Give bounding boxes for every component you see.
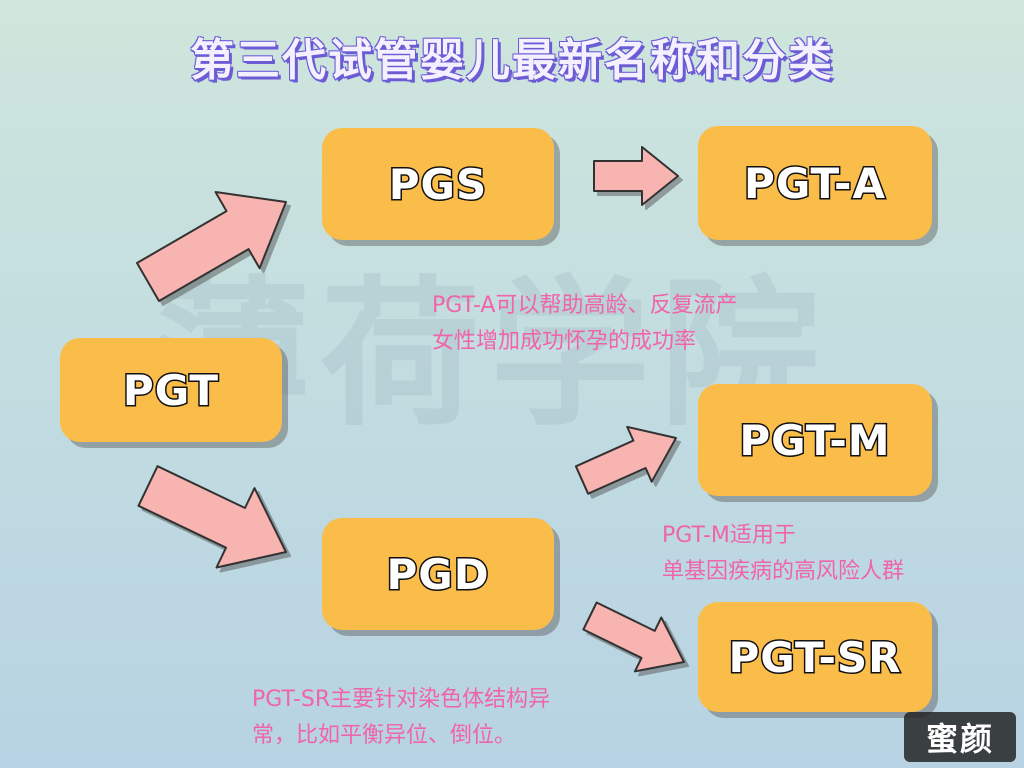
note-pgt-a-line2: 女性增加成功怀孕的成功率 [432, 329, 697, 354]
note-pgt-sr: PGT-SR主要针对染色体结构异 常，比如平衡异位、倒位。 [252, 682, 550, 754]
note-pgt-sr-line1: PGT-SR主要针对染色体结构异 [252, 687, 551, 712]
node-pgs: PGS [322, 128, 554, 240]
diagram-title: 第三代试管婴儿最新名称和分类 [190, 35, 834, 86]
arrow-pgd-to-pgt-m [574, 425, 677, 495]
note-pgt-m: PGT-M适用于 单基因疾病的高风险人群 [662, 518, 904, 590]
node-pgt: PGT [60, 338, 282, 442]
note-pgt-a: PGT-A可以帮助高龄、反复流产 女性增加成功怀孕的成功率 [432, 288, 737, 360]
logo-text: 蜜颜 [925, 720, 994, 758]
note-pgt-m-line1: PGT-M适用于 [662, 523, 796, 548]
node-pgt-label: PGT [121, 364, 220, 416]
logo: 蜜颜 [904, 712, 1016, 762]
note-pgt-sr-line2: 常，比如平衡异位、倒位。 [252, 723, 517, 748]
note-pgt-m-line2: 单基因疾病的高风险人群 [662, 559, 905, 584]
node-pgt-m-label: PGT-M [738, 414, 891, 466]
node-pgt-sr-label: PGT-SR [727, 631, 902, 683]
arrow-pgs-to-pgt-a [593, 146, 679, 206]
node-pgd: PGD [322, 518, 554, 630]
node-pgt-a: PGT-A [698, 126, 932, 240]
arrow-pgt-to-pgs [136, 191, 287, 302]
node-pgt-sr: PGT-SR [698, 602, 932, 712]
node-pgt-m: PGT-M [698, 384, 932, 496]
arrow-pgd-to-pgt-sr [582, 601, 685, 673]
arrow-pgt-to-pgd [137, 465, 287, 569]
node-pgt-a-label: PGT-A [743, 157, 887, 209]
node-pgs-label: PGS [387, 158, 488, 210]
node-pgd-label: PGD [385, 548, 490, 600]
note-pgt-a-line1: PGT-A可以帮助高龄、反复流产 [432, 293, 738, 318]
